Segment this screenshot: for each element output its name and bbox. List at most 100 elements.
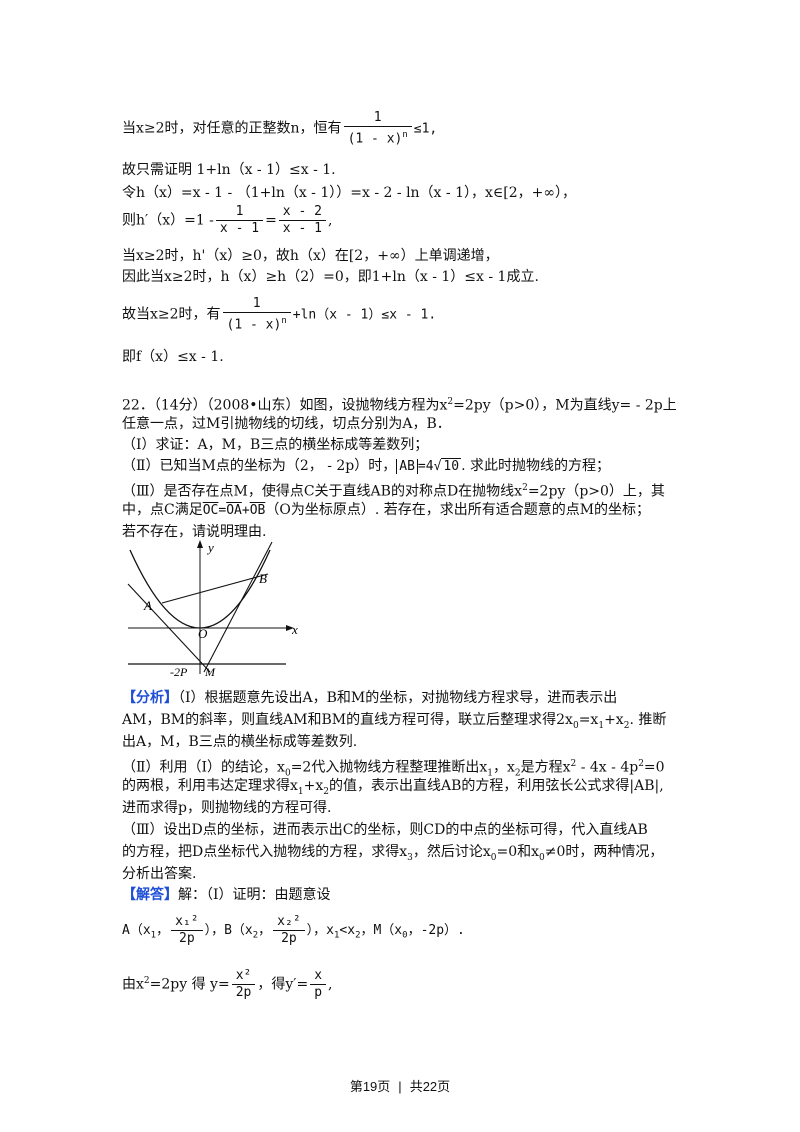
label-x: x [291, 622, 298, 637]
text: ），x [306, 923, 334, 938]
subscript: 1 [297, 786, 304, 797]
numerator: x - 2 [278, 204, 326, 221]
superscript: 2 [570, 759, 577, 769]
text: =2py 得 y= [149, 976, 230, 993]
text: ，然后讨论x [412, 844, 491, 860]
text: +ln（x - 1）≤x - 1. [292, 307, 437, 323]
separator: | [398, 1079, 402, 1094]
text: （Ⅲ）是否存在点M，使得点C关于直线AB的对称点D在抛物线x [122, 483, 523, 500]
text: , [327, 212, 333, 229]
superscript: 2 [522, 483, 528, 493]
subscript: 1 [487, 768, 493, 779]
page-total: 共22页 [409, 1079, 451, 1094]
subscript: 2 [514, 768, 521, 779]
denominator: (1 - x)n [223, 313, 291, 333]
question-line-3: （Ⅰ）求证：A，M，B三点的横坐标成等差数列； [122, 437, 429, 453]
text: <x [339, 923, 356, 938]
tangent-bm [203, 541, 273, 673]
text: 的方程，把D点坐标代入抛物线的方程，求得x [122, 844, 408, 860]
numerator: x₁² [171, 914, 203, 931]
text: 是方程x [520, 759, 571, 776]
subscript: 2 [355, 930, 361, 941]
text: 由x [122, 976, 144, 993]
line-2: 故只需证明 1+ln（x - 1）≤x - 1. [122, 162, 336, 178]
page-number: 第19页 [349, 1079, 391, 1094]
question-line-7: 若不存在，请说明理由. [122, 524, 267, 540]
analysis-line-8: 的方程，把D点坐标代入抛物线的方程，求得x3，然后讨论x0=0和x0≠0时，两种… [122, 842, 663, 868]
y-axis-arrow [197, 540, 203, 548]
text: 则h′（x）=1 - [122, 212, 214, 229]
question-line-4: （Ⅱ）已知当M点的坐标为（2， - 2p）时，AB=4√10. 求此时抛物线的方… [122, 458, 610, 474]
text: =0和x [496, 844, 540, 860]
text: ，得y′= [257, 976, 309, 993]
label-a: A [143, 598, 152, 613]
subscript: 2 [323, 786, 330, 797]
vector-oa: OA [226, 503, 242, 518]
den-text: (1 - x) [347, 131, 403, 147]
text: =4 [417, 459, 434, 474]
text: =2py（p>0）上，其 [527, 483, 665, 500]
subscript: 1 [598, 720, 605, 731]
denominator: x - 1 [219, 221, 260, 236]
subscript: 1 [150, 930, 157, 941]
numerator: 1 [343, 110, 412, 127]
text: （Ⅱ）利用（Ⅰ）的结论，x [122, 759, 285, 776]
question-line-5: （Ⅲ）是否存在点M，使得点C关于直线AB的对称点D在抛物线x2=2py（p>0）… [122, 478, 665, 502]
text: （Ⅰ）根据题意先设出A，B和M的坐标，对抛物线方程求导，进而表示出 [178, 690, 618, 706]
denominator: 2p [179, 931, 195, 946]
text: - 4x - 4p [576, 759, 639, 776]
text: AM，BM的斜率，则直线AM和BM的直线方程可得，联立后整理求得2x [122, 712, 573, 728]
page-footer: 第19页 | 共22页 [0, 1076, 800, 1095]
analysis-line-3: 出A，M，B三点的横坐标成等差数列. [122, 734, 358, 750]
label-y: y [206, 540, 214, 555]
subscript: 0 [402, 930, 408, 941]
text: = [265, 212, 277, 229]
denominator: (1 - x)n [344, 127, 412, 147]
numerator: x² [231, 968, 256, 985]
question-line-6: 中，点C满足OC=OA+OB（O为坐标原点）. 若存在，求出所有适合题意的点M的… [122, 500, 650, 521]
line-8: 即f（x）≤x - 1. [122, 349, 224, 365]
text: ，M（x [360, 923, 403, 938]
superscript: 2 [447, 397, 454, 407]
exponent: n [281, 316, 287, 326]
label-m: M [204, 665, 216, 676]
denominator: 2p [281, 931, 297, 946]
tangent-am [127, 583, 211, 673]
text: 故当x≥2时，有 [122, 306, 221, 323]
subscript: 0 [284, 768, 291, 779]
line-5: 当x≥2时，h'（x）≥0，故h（x）在[2，+∞）上单调递增， [122, 248, 499, 264]
x-axis-arrow [286, 625, 294, 631]
denominator: x - 1 [282, 221, 322, 236]
analysis-line-4: （Ⅱ）利用（Ⅰ）的结论，x0=2代入抛物线方程整理推断出x1，x2是方程x2 -… [122, 754, 665, 783]
question-line-1: 22．（14分）（2008•山东）如图，设抛物线方程为x2=2py（p>0），M… [122, 392, 677, 416]
parabola-figure: y x A B O M -2P [127, 540, 298, 676]
question-line-2: 任意一点，过M引抛物线的切线，切点分别为A，B． [122, 416, 451, 432]
text: ，-2p）. [407, 923, 465, 938]
text: 的值，表示出直线AB的方程，利用弦长公式求得|AB|, [329, 778, 664, 794]
text: =0 [643, 759, 665, 776]
fraction: 1(1 - x)n [222, 296, 291, 333]
text: 的两根，利用韦达定理求得x [122, 778, 298, 794]
line-6: 因此当x≥2时，h（x）≥h（2）=0，即1+ln（x - 1）≤x - 1成立… [122, 269, 539, 285]
subscript: 2 [252, 930, 259, 941]
text: ），B（x [204, 923, 253, 938]
analysis-line-6: 进而求得p，则抛物线的方程可得. [122, 800, 332, 816]
subscript: 1 [333, 930, 340, 941]
analysis-line-1: 【分析】（Ⅰ）根据题意先设出A，B和M的坐标，对抛物线方程求导，进而表示出 [122, 688, 617, 708]
label-o: O [198, 626, 208, 641]
denominator: p [314, 985, 323, 1000]
subscript: 0 [490, 852, 497, 863]
denominator: 2p [235, 985, 252, 1000]
numerator: 1 [222, 296, 291, 313]
text: （O为坐标原点）. 若存在，求出所有适合题意的点M的坐标； [265, 502, 651, 518]
numerator: x₂² [273, 914, 305, 931]
label-b: B [259, 571, 267, 586]
analysis-line-5: 的两根，利用韦达定理求得x1+x2的值，表示出直线AB的方程，利用弦长公式求得|… [122, 776, 664, 802]
